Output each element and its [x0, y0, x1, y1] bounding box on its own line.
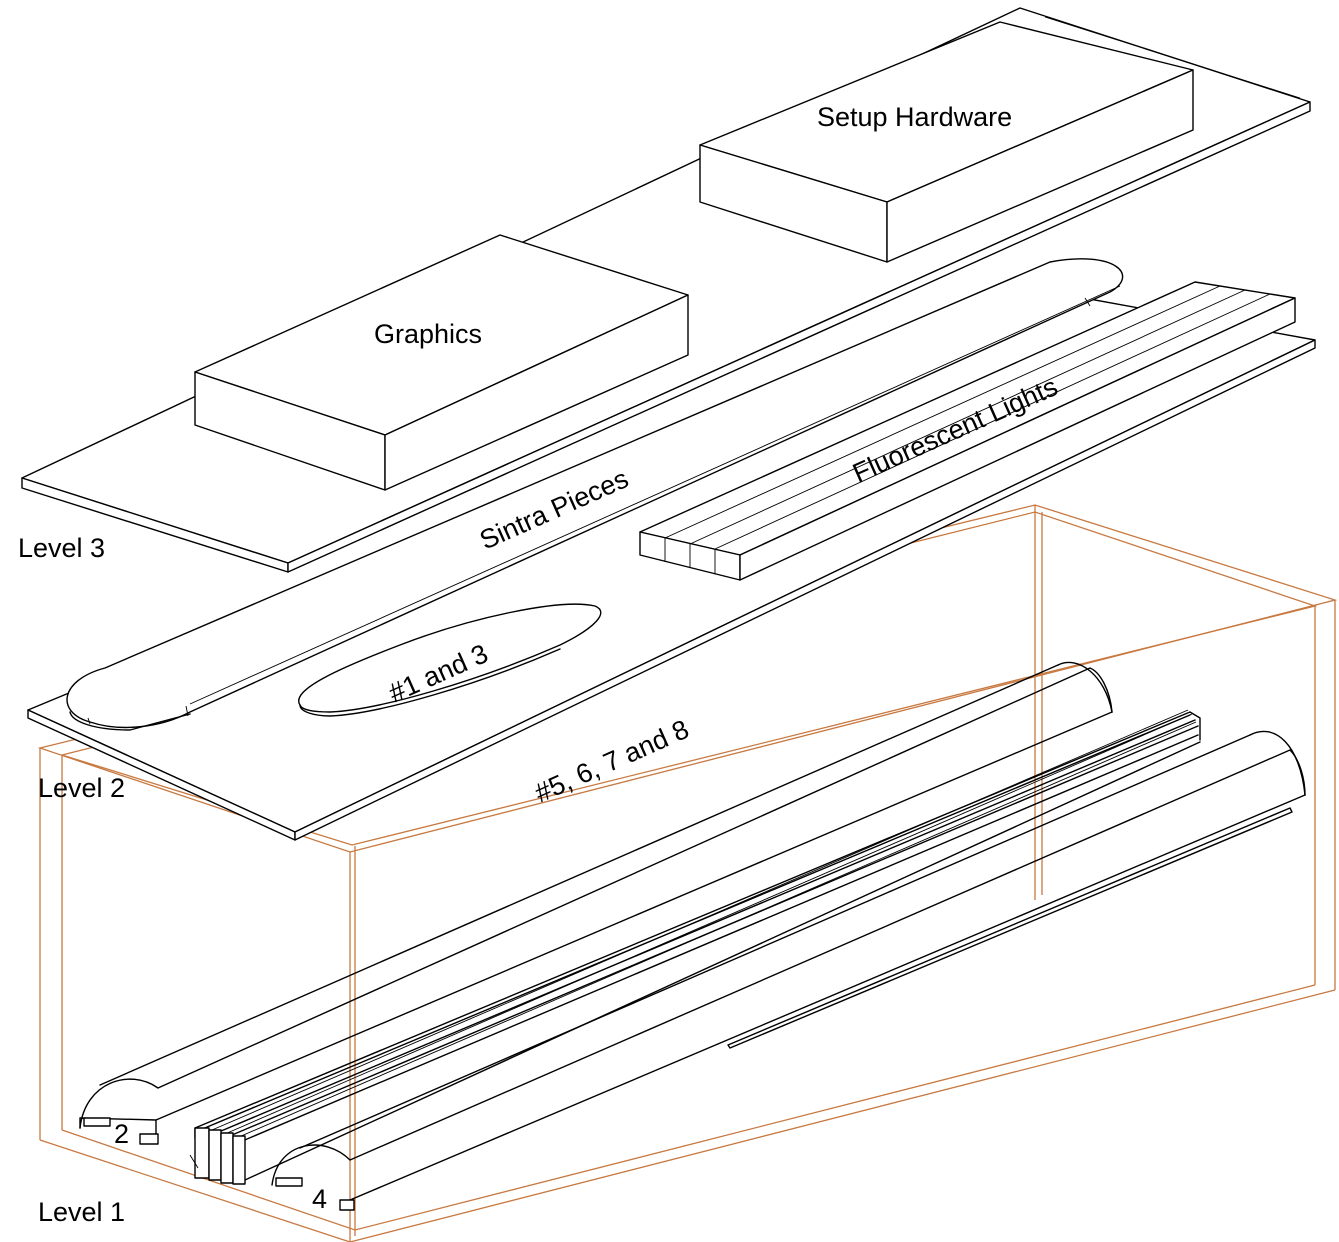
graphics-label: Graphics [374, 319, 482, 349]
setup-hardware-label: Setup Hardware [817, 102, 1012, 132]
level-3-label: Level 3 [18, 533, 105, 563]
sintra-oval-piece [298, 603, 602, 717]
pieces-5-6-7-8-label: #5, 6, 7 and 8 [530, 714, 693, 809]
level-1-contents [79, 661, 1306, 1211]
piece-2-label: 2 [114, 1119, 129, 1149]
piece-4-label: 4 [312, 1184, 327, 1214]
fluorescent-lights-bundle [639, 281, 1296, 581]
level-1-label: Level 1 [38, 1197, 125, 1227]
setup-hardware-box [699, 21, 1194, 263]
graphics-box [194, 234, 689, 491]
sintra-long-piece [66, 258, 1124, 731]
level-2-label: Level 2 [38, 773, 125, 803]
profile-ends [189, 1127, 246, 1185]
